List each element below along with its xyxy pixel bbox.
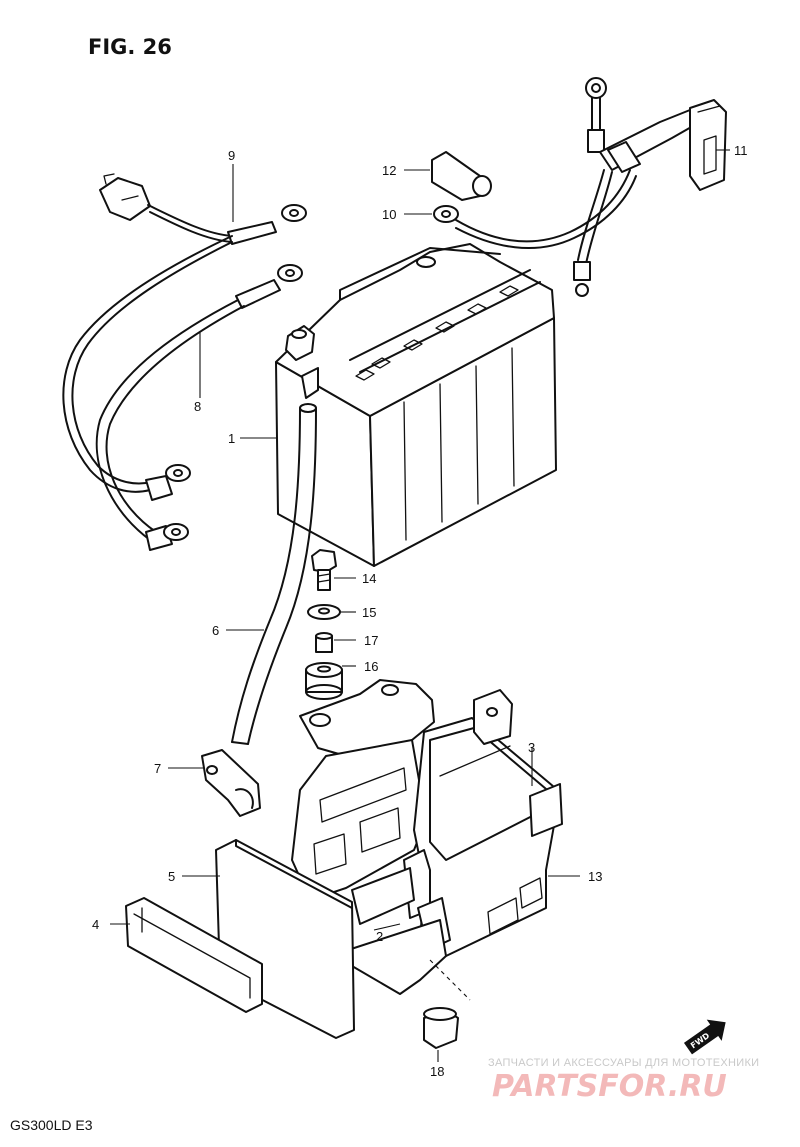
callout-11: 11: [734, 143, 748, 158]
callout-labels: 1 2 3 4 5 6 7 8 9 10 11 12 13 14 15 16 1…: [92, 143, 748, 1079]
callout-1: 1: [228, 431, 235, 446]
cap-18: [423, 1007, 459, 1049]
callout-17: 17: [364, 633, 378, 648]
washer-15: [307, 604, 341, 620]
callout-3: 3: [528, 740, 535, 755]
callout-6: 6: [212, 623, 219, 638]
model-code: GS300LD E3: [10, 1117, 93, 1133]
cushion-16: [305, 662, 343, 700]
callout-14: 14: [362, 571, 376, 586]
callout-18: 18: [430, 1064, 444, 1079]
callout-2: 2: [376, 929, 383, 944]
collar-17: [315, 632, 333, 653]
callout-9: 9: [228, 148, 235, 163]
callout-5: 5: [168, 869, 175, 884]
fwd-arrow-icon: FWD: [683, 1019, 726, 1055]
bolt-14: [311, 549, 337, 591]
figure-title: FIG. 26: [88, 35, 172, 59]
leader-lines: [110, 149, 730, 1062]
callout-7: 7: [154, 761, 161, 776]
callout-8: 8: [194, 399, 201, 414]
callout-12: 12: [382, 163, 396, 178]
battery-1: [275, 243, 557, 567]
callout-10: 10: [382, 207, 396, 222]
battery-holder-3: [291, 679, 563, 995]
callout-13: 13: [588, 869, 602, 884]
callout-15: 15: [362, 605, 376, 620]
fuse-holder-11: [573, 77, 727, 297]
clamp-7: [201, 749, 261, 817]
dashed-guide: [429, 959, 471, 1001]
strap-4: [125, 897, 263, 1013]
callout-16: 16: [364, 659, 378, 674]
terminal-cover-12: [431, 151, 492, 201]
watermark-tagline: ЗАПЧАСТИ И АКСЕССУАРЫ ДЛЯ МОТОТЕХНИКИ: [488, 1057, 759, 1069]
lead-wire-10: [433, 169, 637, 249]
cable-9: [62, 173, 307, 501]
breather-hose-6: [231, 403, 317, 745]
callout-4: 4: [92, 917, 99, 932]
watermark-brand: PARTSFOR.RU: [492, 1069, 727, 1104]
cable-8: [95, 264, 303, 551]
